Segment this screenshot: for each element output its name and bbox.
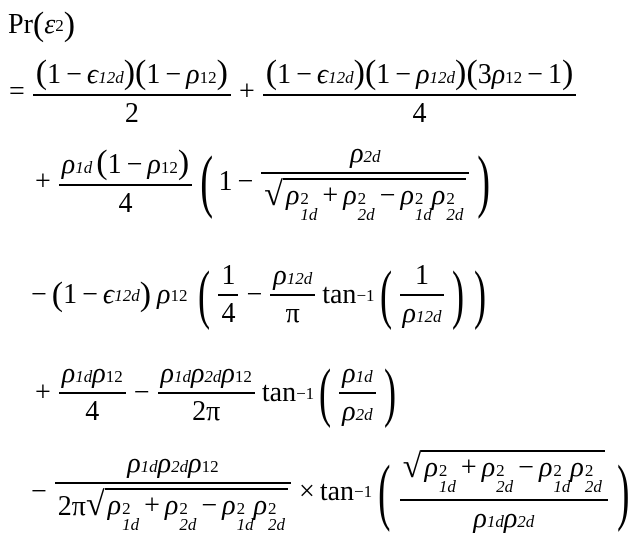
paren-open: ( — [32, 6, 45, 43]
paren-close: ) — [63, 6, 76, 43]
plus-sign: + — [238, 76, 255, 107]
equals-sign: = — [9, 76, 25, 107]
denominator: 4 — [412, 98, 427, 129]
fraction-one-quarter: 1 4 — [218, 262, 239, 328]
epsilon-subscript: 2 — [55, 15, 64, 35]
pr-label: Pr — [8, 9, 33, 40]
epsilon-symbol: ε — [44, 9, 56, 40]
denominator: 2 — [124, 98, 139, 129]
